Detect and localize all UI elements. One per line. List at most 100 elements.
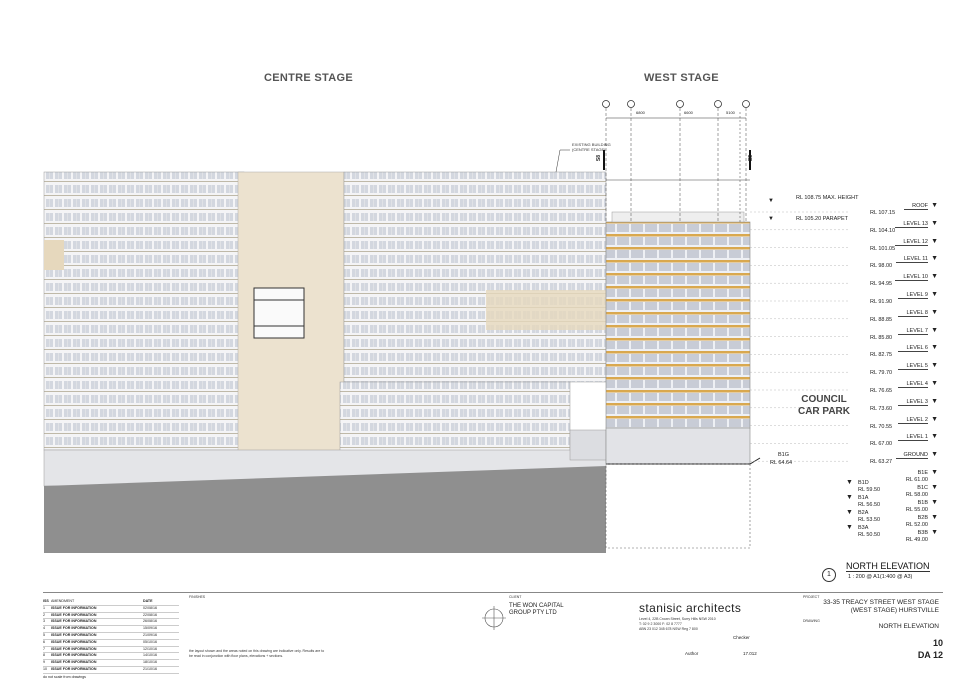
level-name: LEVEL 2: [898, 417, 928, 424]
drawing-label: DRAWING: [803, 619, 820, 623]
level-marker-icon: ▼: [931, 397, 938, 405]
issue-amendment-cell: ISSUE FOR INFORMATION: [51, 666, 97, 671]
issue-date-cell: 05/10/16: [143, 639, 157, 644]
basement-name: B2A: [858, 510, 869, 516]
level-entry: LEVEL 12▼RL 101.05: [850, 238, 938, 255]
basement-name: B1C: [917, 485, 928, 491]
level-name: LEVEL 7: [898, 328, 928, 335]
issue-number-cell: 5: [43, 632, 45, 637]
issue-amendment-cell: ISSUE FOR INFORMATION: [51, 605, 97, 610]
basement-name: B1E: [917, 470, 928, 476]
level-name: LEVEL 4: [898, 381, 928, 388]
level-marker-icon: ▼: [931, 219, 938, 227]
basement-name: B3B: [917, 530, 928, 536]
basement-marker-icon: ▼: [846, 479, 853, 486]
level-marker-icon: ▼: [931, 255, 938, 263]
level-marker-icon: ▼: [931, 202, 938, 209]
level-rl: RL 63.27: [870, 459, 893, 466]
section-marker-right: S8: [748, 154, 755, 162]
car-park-line-1: COUNCIL: [801, 394, 847, 405]
level-entry: LEVEL 6▼RL 82.75: [850, 344, 938, 361]
b1g-label: B1G: [778, 452, 790, 458]
level-marker-icon: ▼: [931, 308, 938, 316]
basement-marker-icon: ▼: [931, 514, 938, 521]
grid-dimension-2: 6600: [684, 110, 693, 115]
issue-col-amendment: AMENDMENT: [51, 599, 75, 603]
level-marker-icon: ▼: [931, 380, 938, 387]
level-entry: LEVEL 9▼RL 91.90: [850, 291, 938, 308]
parapet-marker: ▼: [768, 216, 774, 222]
car-park-line-2: CAR PARK: [797, 406, 851, 417]
basement-rl: RL 59.50: [858, 487, 881, 493]
basement-entry: B3A▼RL 50.50: [846, 524, 882, 539]
level-marker-icon: ▼: [931, 451, 938, 459]
issue-amendment-cell: ISSUE FOR INFORMATION: [51, 639, 97, 644]
ground-section: [44, 466, 606, 553]
level-entry: LEVEL 8▼RL 88.85: [850, 308, 938, 326]
issue-number-cell: 8: [43, 653, 45, 658]
level-entry: ROOF▼RL 107.15: [850, 202, 938, 219]
client-name: THE WON CAPITAL GROUP PTY LTD: [509, 603, 564, 617]
max-height-label: RL 108.75 MAX. HEIGHT: [796, 195, 859, 201]
architect-address-line-1: Level 4, 22B Crown Street, Surry Hills N…: [639, 617, 716, 621]
basement-rl: RL 56.50: [858, 502, 881, 508]
basement-marker-icon: ▼: [931, 529, 938, 536]
level-name: LEVEL 11: [895, 256, 928, 264]
level-marker-icon: ▼: [931, 433, 938, 441]
basement-name: B1A: [858, 495, 869, 501]
issue-amendment-cell: ISSUE FOR INFORMATION: [51, 612, 97, 617]
basement-rl: RL 61.00: [905, 477, 928, 483]
level-entry: GROUND▼RL 63.27: [850, 451, 938, 468]
level-rl: RL 85.80: [870, 334, 893, 341]
issue-date-cell: 22/08/16: [143, 612, 157, 617]
level-entry: LEVEL 11▼RL 98.00: [850, 255, 938, 272]
existing-building-line-2: (CENTRE STAGE): [572, 147, 606, 152]
basement-rl: RL 49.00: [905, 537, 928, 543]
grid-dimension-1: 6800: [636, 110, 645, 115]
drawing-title-scale: 1 : 200 @ A1(1:400 @ A3): [848, 574, 913, 580]
drawing-title-block: 1 NORTH ELEVATION 1 : 200 @ A1(1:400 @ A…: [822, 560, 942, 588]
level-rl: RL 76.65: [870, 388, 893, 394]
level-rl: RL 79.70: [870, 370, 893, 377]
level-name: LEVEL 5: [898, 363, 928, 371]
issue-amendment-cell: ISSUE FOR INFORMATION: [51, 653, 97, 658]
level-entry: LEVEL 10▼RL 94.95: [850, 273, 938, 290]
level-rl: RL 107.15: [870, 210, 896, 216]
issue-date-cell: 12/10/16: [143, 646, 157, 651]
project-name: 33-35 TREACY STREET WEST STAGE (WEST STA…: [819, 599, 939, 615]
level-entry: LEVEL 3▼RL 73.60: [850, 397, 938, 415]
level-name: LEVEL 10: [895, 274, 928, 282]
section-marker-left: S8: [596, 154, 603, 162]
level-name: LEVEL 3: [898, 399, 928, 406]
drawing-name: NORTH ELEVATION: [878, 623, 939, 630]
level-rl: RL 94.95: [870, 281, 893, 288]
level-name: LEVEL 1: [898, 434, 928, 442]
drawing-title-name: NORTH ELEVATION: [846, 561, 930, 572]
finishes-note: the layout shown and the areas noted on …: [189, 649, 325, 658]
finishes-heading: FINISHES: [189, 595, 206, 599]
architect-logo: stanisic architects: [639, 601, 742, 615]
level-name: LEVEL 8: [898, 310, 928, 317]
centre-stage-bridge: [253, 287, 305, 339]
level-datum-lines: [750, 211, 850, 462]
job-number: 17.012: [743, 651, 757, 656]
architect-address-line-2: T: 02 9 2 3000 F: 02 8 7777: [639, 622, 682, 626]
issue-col-iss: ISS: [43, 599, 49, 603]
drawing-number: 1: [827, 571, 831, 578]
basement-marker-icon: ▼: [846, 494, 853, 501]
basement-rl: RL 52.00: [905, 522, 928, 528]
level-entry: LEVEL 7▼RL 85.80: [850, 327, 938, 344]
issue-amendment-cell: ISSUE FOR INFORMATION: [51, 660, 97, 665]
architect-address-line-3: ABN 23 012 345 678 NSW Reg 7 800: [639, 627, 698, 631]
checked-by: Checker: [733, 635, 750, 640]
issue-number-cell: 3: [43, 619, 45, 624]
architect-address: Level 4, 22B Crown Street, Surry Hills N…: [639, 617, 716, 632]
client-name-line-1: THE WON CAPITAL: [509, 603, 564, 609]
max-height-marker: ▼: [768, 198, 774, 204]
basement-entry: B1C▼RL 58.00: [898, 484, 938, 499]
